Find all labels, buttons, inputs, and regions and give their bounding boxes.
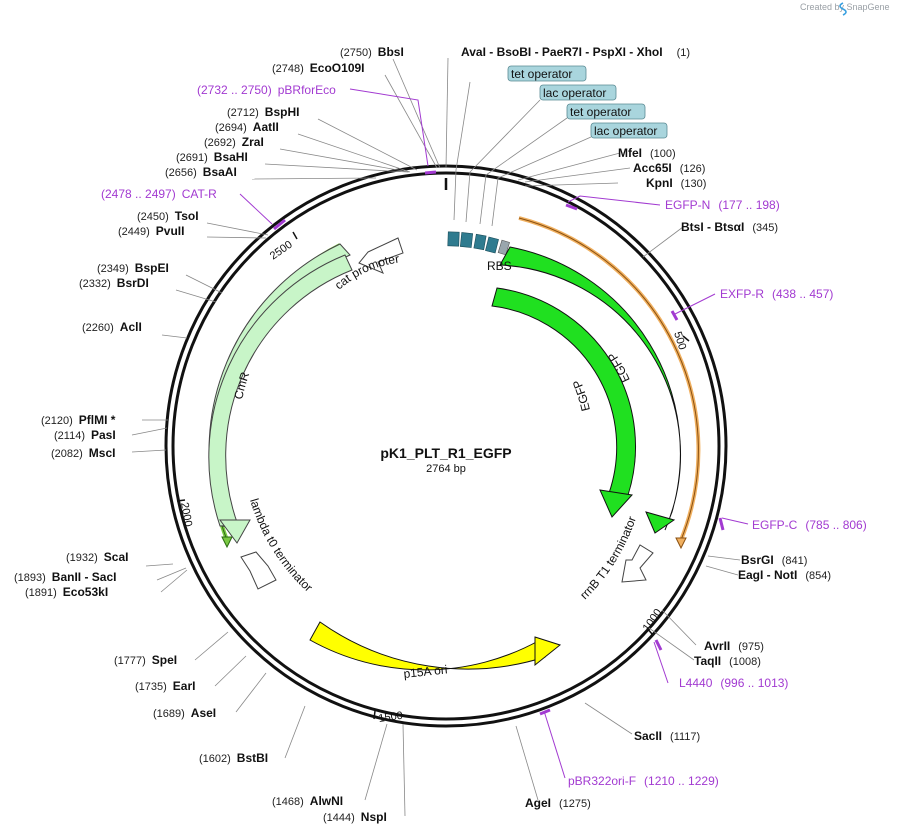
site-btsi: BtsI - BtsαI(345) bbox=[681, 220, 778, 234]
egfp-outer-body bbox=[499, 246, 682, 531]
cmr-body bbox=[208, 254, 353, 527]
plasmid-name: pK1_PLT_R1_EGFP bbox=[380, 445, 511, 461]
site-eco53ki: (1891)Eco53kI bbox=[25, 585, 108, 599]
site-ava-xhoi: AvaI - BsoBI - PaeR7I - PspXI - XhoI(1) bbox=[461, 45, 690, 59]
site-eagi-noti: EagI - NotI(854) bbox=[738, 568, 831, 582]
site-acli: (2260)AclI bbox=[82, 320, 142, 334]
orange-arc-arrowhead bbox=[675, 537, 687, 550]
site-pflmi: (2120)PflMI * bbox=[41, 413, 116, 427]
site-tsoi: (2450)TsoI bbox=[137, 209, 199, 223]
tick-1000: 1000 bbox=[641, 607, 665, 635]
site-spei: (1777)SpeI bbox=[114, 653, 177, 667]
primer-leaders bbox=[239, 88, 749, 779]
primer-egfp-n: EGFP-N(177 .. 198) bbox=[665, 198, 780, 212]
cmr-outer-arrowhead bbox=[221, 536, 233, 549]
site-kpni: KpnI(130) bbox=[646, 176, 706, 190]
site-asei: (1689)AseI bbox=[153, 706, 216, 720]
primer-markers bbox=[273, 170, 725, 716]
primer-cat-r: (2478 .. 2497)CAT-R bbox=[101, 187, 217, 201]
tick-2000: 2000 bbox=[176, 499, 194, 528]
tick-1500-label: 1500 bbox=[378, 710, 404, 725]
site-bbsi: (2750)BbsI bbox=[340, 45, 404, 59]
site-bsahi: (2691)BsaHI bbox=[176, 150, 248, 164]
primer-pbr322ori-f: pBR322ori-F(1210 .. 1229) bbox=[568, 774, 719, 788]
plasmid-length: 2764 bp bbox=[426, 463, 466, 475]
operator-label-3: tet operator bbox=[570, 105, 631, 119]
site-bsrdi: (2332)BsrDI bbox=[79, 276, 149, 290]
site-bspei: (2349)BspEI bbox=[97, 261, 169, 275]
site-pasi: (2114)PasI bbox=[54, 428, 116, 442]
primer-pbrforeco: (2732 .. 2750)pBRforEco bbox=[197, 83, 336, 97]
site-aatii: (2694)AatII bbox=[215, 120, 279, 134]
site-scai: (1932)ScaI bbox=[66, 550, 128, 564]
operator-blocks bbox=[447, 231, 510, 256]
credit-text: Created by SnapGene bbox=[800, 2, 890, 12]
site-taqii: TaqII(1008) bbox=[694, 654, 761, 668]
operator-label-1: tet operator bbox=[511, 67, 572, 81]
site-alwni: (1468)AlwNI bbox=[272, 794, 343, 808]
site-msci: (2082)MscI bbox=[51, 446, 115, 460]
operator-leaders bbox=[453, 81, 592, 227]
primer-egfp-c: EGFP-C(785 .. 806) bbox=[752, 518, 867, 532]
site-acc65i: Acc65I(126) bbox=[633, 161, 705, 175]
restriction-sites: (2750)BbsI (2748)EcoO109I (2712)BspHI (2… bbox=[14, 45, 831, 824]
tick-1000-label: 1000 bbox=[641, 607, 665, 634]
operator-label-2: lac operator bbox=[543, 86, 606, 100]
snapgene-logo-icon bbox=[839, 2, 847, 16]
site-zrai: (2692)ZraI bbox=[204, 135, 264, 149]
orange-arc-outline bbox=[518, 217, 699, 541]
egfp-inner-arrowhead bbox=[599, 489, 633, 518]
primer-exfp-r: EXFP-R(438 .. 457) bbox=[720, 287, 833, 301]
egfp-inner-body bbox=[491, 287, 636, 496]
site-pvuii: (2449)PvuII bbox=[118, 224, 184, 238]
site-bsrgi: BsrGI(841) bbox=[741, 553, 807, 567]
site-mfei: MfeI(100) bbox=[618, 146, 676, 160]
cmr-arrowhead bbox=[219, 519, 251, 544]
cat-promoter-shape bbox=[358, 237, 404, 274]
rbs-label: RBS bbox=[487, 259, 512, 273]
p15a-ori-arrowhead bbox=[534, 636, 562, 667]
site-agei: AgeI(1275) bbox=[525, 796, 591, 810]
site-nspi: (1444)NspI bbox=[323, 810, 387, 824]
operator-labels: tet operator lac operator tet operator l… bbox=[507, 65, 668, 139]
site-avrii: AvrII(975) bbox=[704, 639, 764, 653]
p15a-ori-label: p15A ori bbox=[403, 662, 448, 681]
backbone-inner bbox=[171, 171, 721, 721]
tick-1500: 1500 bbox=[373, 710, 404, 725]
site-leaders bbox=[131, 57, 741, 817]
primers: (2732 .. 2750)pBRforEco (2478 .. 2497)CA… bbox=[101, 83, 867, 788]
site-bsphi: (2712)BspHI bbox=[227, 105, 299, 119]
site-bstbi: (1602)BstBI bbox=[199, 751, 268, 765]
p15a-ori-body bbox=[309, 621, 546, 671]
egfp-outer-arrowhead bbox=[645, 511, 676, 534]
operator-label-4: lac operator bbox=[594, 124, 657, 138]
egfp-inner-label: EGFP bbox=[570, 378, 593, 413]
site-sacii: SacII(1117) bbox=[634, 729, 700, 743]
rrnb-terminator-shape bbox=[621, 544, 654, 583]
site-bsaai: (2656)BsaAI bbox=[165, 165, 237, 179]
tick-2000-label: 2000 bbox=[178, 501, 194, 527]
site-banii-saci: (1893)BanII - SacI bbox=[14, 570, 116, 584]
site-eari: (1735)EarI bbox=[135, 679, 195, 693]
rrnb-terminator-label: rrnB T1 terminator bbox=[577, 514, 639, 602]
primer-l4440: L4440(996 .. 1013) bbox=[679, 676, 788, 690]
tick-2500-label: 2500 bbox=[268, 239, 295, 263]
lambda-terminator-shape bbox=[240, 551, 277, 590]
site-ecoo109i: (2748)EcoO109I bbox=[272, 61, 365, 75]
